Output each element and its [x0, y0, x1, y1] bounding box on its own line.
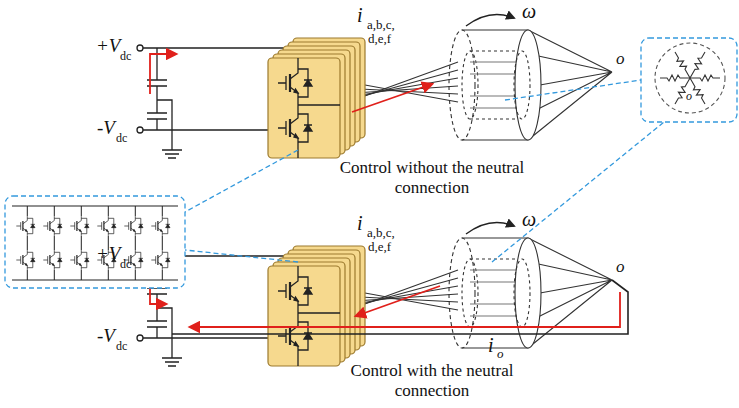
- caption: Control with the neutral connection: [332, 361, 532, 401]
- supply-label: +V: [96, 244, 120, 265]
- neutral-label: o: [686, 90, 692, 103]
- speed-label: ω: [522, 0, 536, 22]
- inverter-inset: [151, 250, 170, 270]
- inverter-inset: [16, 250, 35, 270]
- caption: Control without the neutral connection: [332, 158, 532, 198]
- inverter-inset: [43, 216, 62, 236]
- inverter-inset: [16, 216, 35, 236]
- subscript: dc: [116, 132, 127, 145]
- inverter-inset: [5, 196, 185, 288]
- subscript: a,b,c,: [367, 226, 395, 240]
- inverter-inset: [97, 216, 116, 236]
- inverter-inset: [97, 216, 116, 236]
- neutral-label: o: [616, 258, 625, 277]
- neutral-connection: [150, 264, 628, 334]
- winding-inset: [660, 75, 690, 81]
- subscript: dc: [120, 50, 131, 63]
- inverter-inset: [124, 216, 143, 236]
- inverter-inset: [151, 250, 170, 270]
- zoom-leaders: [492, 122, 664, 262]
- config-without-neutral: [137, 14, 612, 158]
- inverter-inset: [27, 206, 162, 280]
- current-top: [150, 54, 176, 94]
- winding-inset: [672, 51, 692, 80]
- winding-inset: [641, 38, 737, 122]
- supply-label: +V: [96, 36, 120, 57]
- supply-label: -V: [97, 118, 115, 139]
- winding-inset: [690, 75, 720, 81]
- neutral-label: o: [616, 50, 625, 69]
- subscript: d,e,f: [368, 240, 391, 254]
- inverter-inset: [151, 216, 170, 236]
- inverter-inset: [43, 250, 62, 270]
- subscript: o: [497, 347, 504, 361]
- zoom-leaders: [505, 80, 641, 100]
- current-label: i: [357, 212, 363, 234]
- neutral-connection: [356, 286, 440, 316]
- inverter-inset: [70, 216, 89, 236]
- config-with-neutral: [137, 222, 612, 366]
- current-top: [352, 84, 432, 112]
- inverter-inset: [70, 250, 89, 270]
- zoom-leaders: [185, 80, 664, 262]
- current-label: i: [357, 4, 363, 26]
- inverter-inset: [43, 250, 62, 270]
- speed-label: ω: [522, 208, 536, 230]
- inverter-inset: [5, 196, 185, 288]
- subscript: dc: [120, 258, 131, 271]
- subscript: dc: [116, 340, 127, 353]
- current-label: i: [488, 334, 494, 356]
- neutral-connection: [172, 280, 628, 334]
- inverter-inset: [16, 250, 35, 270]
- zoom-leaders: [185, 250, 298, 262]
- current-top: [150, 54, 432, 112]
- zoom-leaders: [185, 150, 298, 212]
- inverter-inset: [43, 216, 62, 236]
- subscript: d,e,f: [368, 32, 391, 46]
- supply-label: -V: [97, 326, 115, 347]
- inverter-inset: [16, 216, 35, 236]
- inverter-inset: [151, 216, 170, 236]
- winding-inset: [641, 38, 737, 122]
- inverter-inset: [12, 206, 178, 280]
- winding-inset: [655, 43, 725, 113]
- neutral-connection: [190, 292, 620, 327]
- subscript: a,b,c,: [367, 18, 395, 32]
- inverter-inset: [70, 216, 89, 236]
- inverter-inset: [124, 216, 143, 236]
- inverter-inset: [70, 250, 89, 270]
